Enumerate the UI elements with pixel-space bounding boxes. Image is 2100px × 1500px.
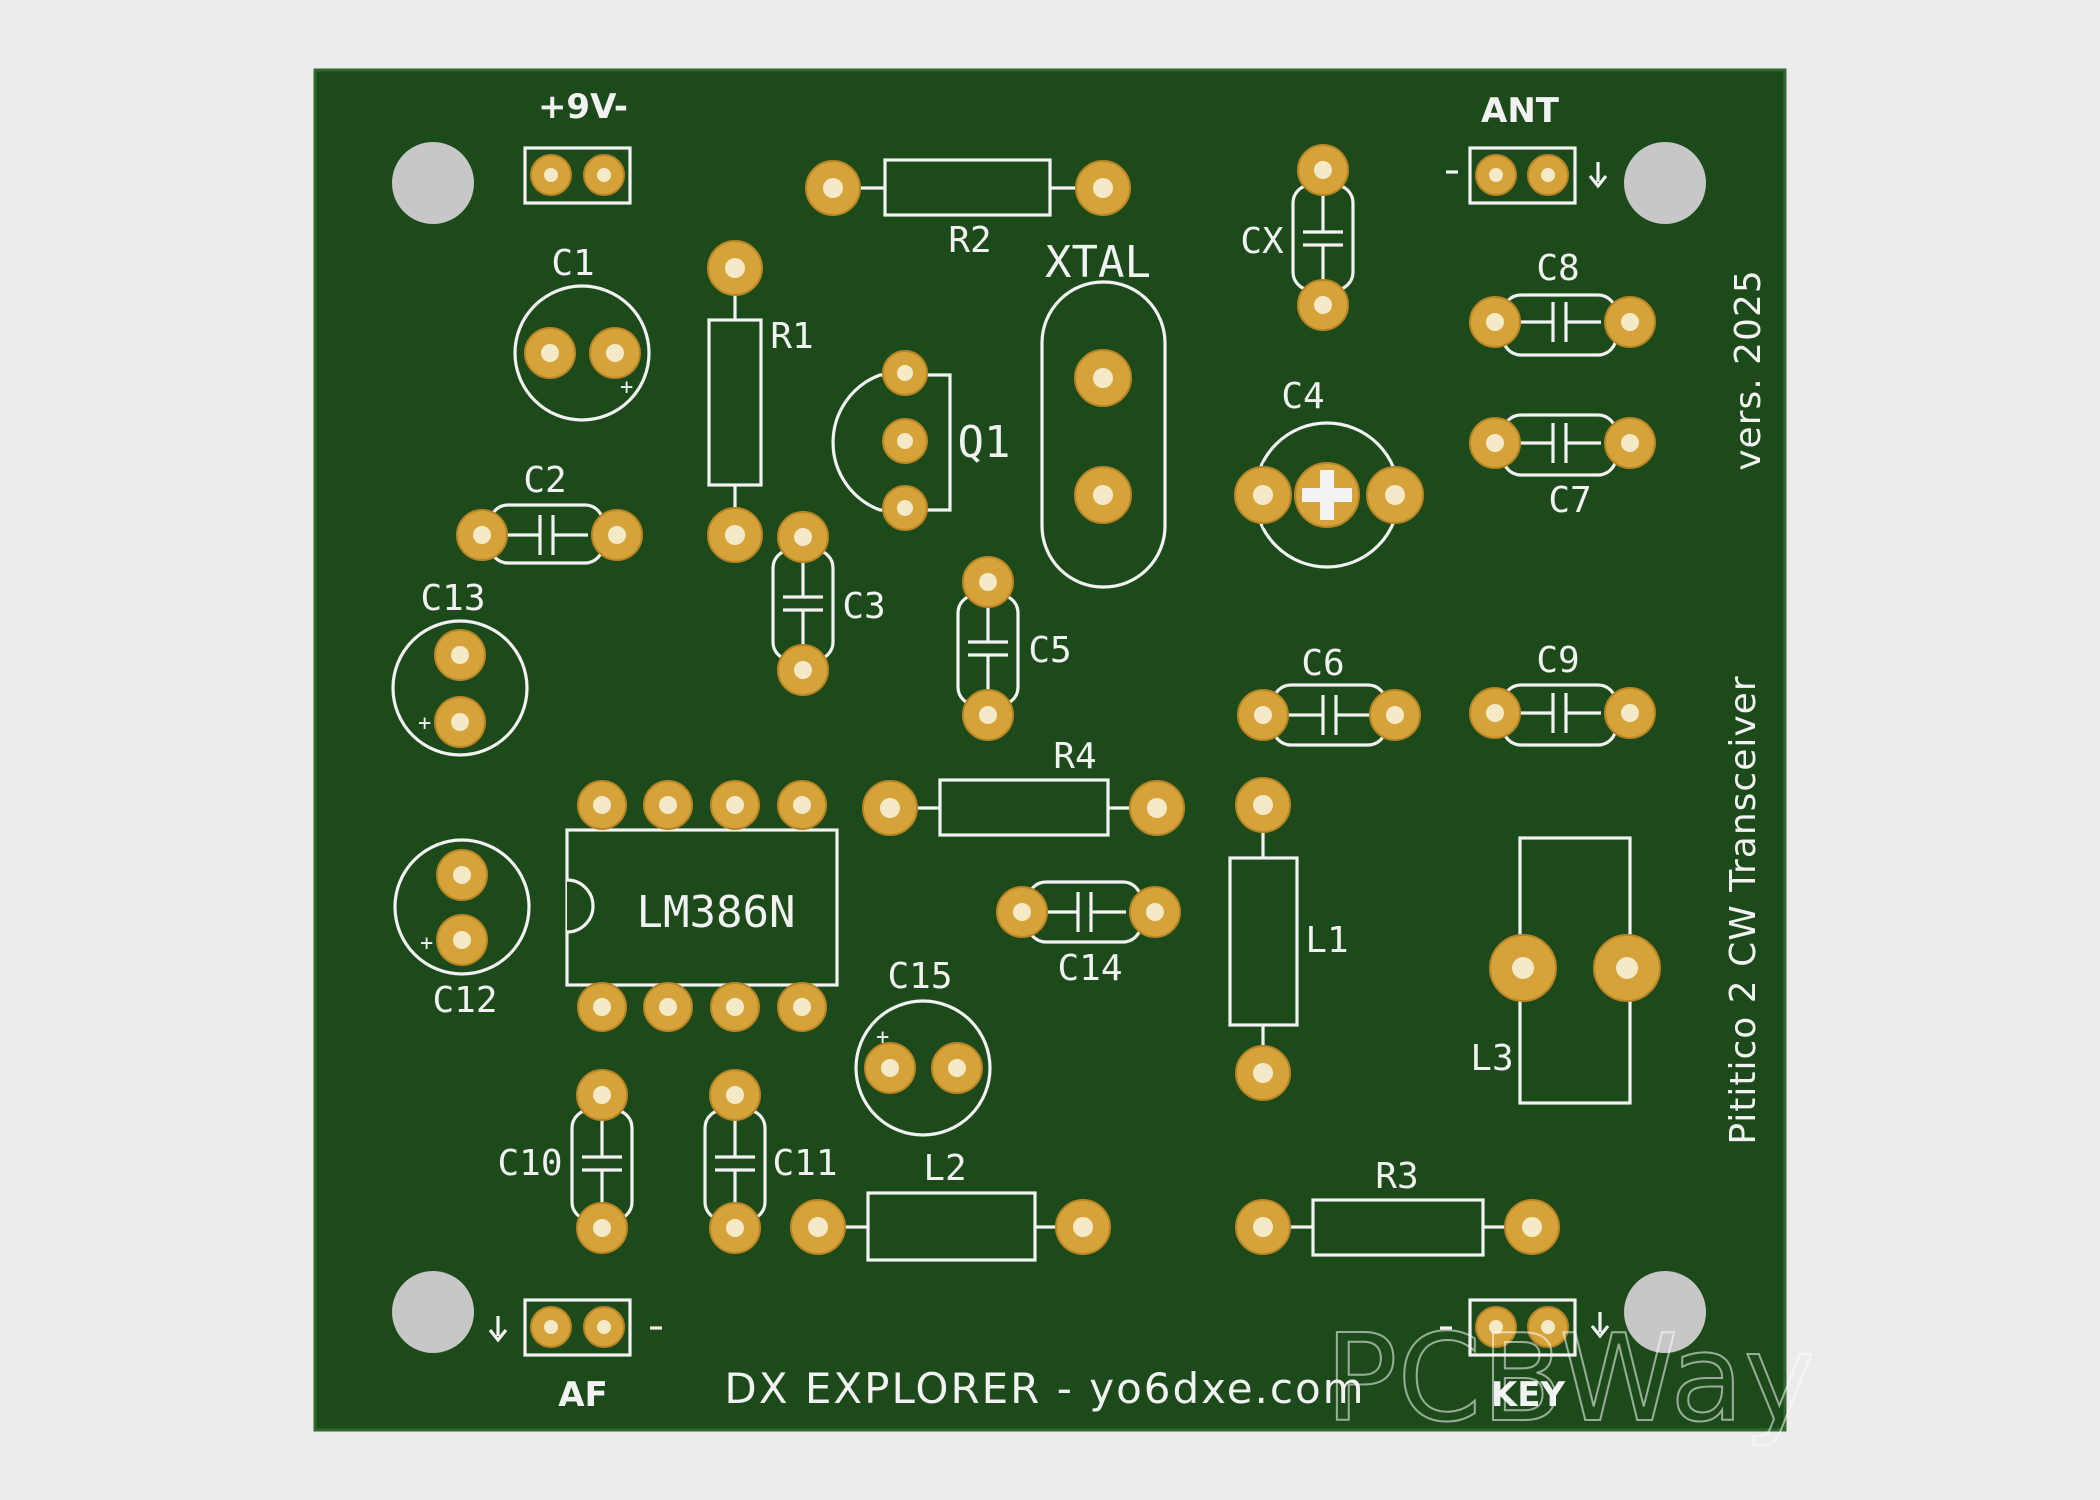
capacitor-c2: C2 [456,460,643,565]
version-text: vers. 2025 [1728,269,1769,471]
inductor-l1: L1 [1228,777,1349,1101]
footer-text: DX EXPLORER - yo6dxe.com [724,1364,1365,1413]
capacitor-c9-label: C9 [1536,640,1579,681]
capacitor-c1-label: C1 [551,243,594,284]
capacitor-c9: C9 [1469,640,1656,747]
mounting-hole [392,142,474,224]
resistor-r2-label: R2 [948,220,991,261]
mounting-hole [1624,1271,1706,1353]
audio-connector: AF [488,1298,662,1415]
board-title: Pititico 2 CW Transceiver [1723,675,1764,1144]
mounting-hole [1624,142,1706,224]
capacitor-c14: C14 [996,880,1181,989]
resistor-r1: R1 [707,240,814,563]
capacitor-c3-label: C3 [842,586,885,627]
crystal-xtal-label: XTAL [1045,237,1151,288]
capacitor-c7: C7 [1469,413,1656,521]
capacitor-c11-label: C11 [772,1143,837,1184]
capacitor-c12-label: C12 [432,980,497,1021]
transistor-q1: Q1 [831,350,1011,531]
capacitor-c15-label: C15 [887,956,952,997]
inductor-l2-label: L2 [923,1148,966,1189]
capacitor-c4: C4 [1234,376,1424,569]
capacitor-c11: C11 [703,1069,838,1254]
ic-lm386n-label: LM386N [637,887,796,938]
capacitor-c3: C3 [771,511,886,696]
watermark: PCBWay [1325,1310,1815,1449]
inductor-l2: L2 [790,1148,1111,1262]
capacitor-c5: C5 [956,556,1072,741]
capacitor-c13: + C13 [391,578,529,757]
inductor-l3-label: L3 [1470,1038,1513,1079]
svg-text:+: + [420,931,433,956]
resistor-r4-label: R4 [1053,736,1096,777]
resistor-r1-label: R1 [770,316,813,357]
capacitor-c12: + C12 [393,838,531,1021]
svg-text:+: + [418,711,431,736]
power-connector: +9V- [523,87,632,205]
capacitor-c6-label: C6 [1301,643,1344,684]
resistor-r3-label: R3 [1375,1156,1418,1197]
inductor-l3: L3 [1470,836,1661,1105]
transistor-q1-label: Q1 [958,417,1011,468]
capacitor-c2-label: C2 [523,460,566,501]
key-connector-label: KEY [1491,1375,1566,1415]
capacitor-c13-label: C13 [420,578,485,619]
antenna-connector-label: ANT [1481,91,1560,131]
resistor-r2: R2 [805,158,1131,261]
capacitor-c10-label: C10 [497,1143,562,1184]
capacitor-c15: + C15 [854,956,992,1137]
mounting-hole [392,1271,474,1353]
antenna-connector: ANT [1446,91,1608,205]
capacitor-c8: C8 [1469,248,1656,357]
resistor-r3: R3 [1235,1156,1560,1257]
capacitor-c14-label: C14 [1057,948,1122,989]
key-connector: KEY [1440,1298,1610,1415]
capacitor-cx: CX [1240,144,1355,331]
capacitor-cx-label: CX [1240,221,1284,262]
capacitor-c8-label: C8 [1536,248,1579,289]
capacitor-c6: C6 [1237,643,1421,747]
mounting-holes [392,142,1706,1353]
crystal-xtal: XTAL [1040,237,1167,589]
power-connector-label: +9V- [538,87,628,127]
inductor-l1-label: L1 [1305,920,1348,961]
ic-lm386n: LM386N [565,780,839,1032]
capacitor-c5-label: C5 [1028,630,1071,671]
capacitor-c4-label: C4 [1281,376,1324,417]
svg-text:+: + [620,375,633,400]
svg-text:+: + [876,1025,889,1050]
resistor-r4: R4 [862,736,1185,837]
capacitor-c10: C10 [497,1069,634,1254]
capacitor-c7-label: C7 [1548,480,1591,521]
capacitor-c1: + C1 [513,243,651,422]
audio-connector-label: AF [558,1375,608,1415]
